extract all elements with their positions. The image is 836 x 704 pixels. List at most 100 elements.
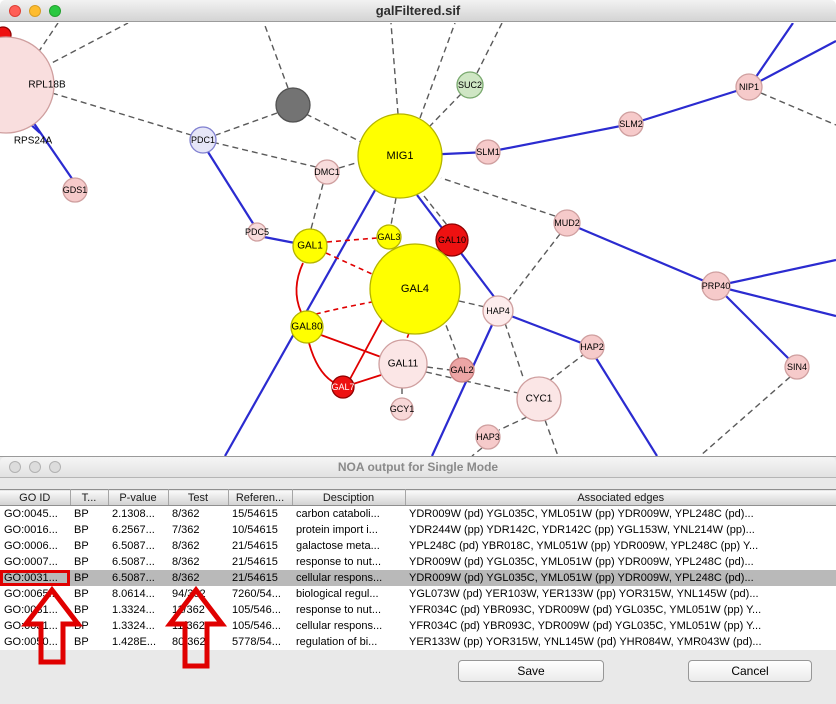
network-edge-blue[interactable] (749, 41, 836, 87)
network-edge-blue[interactable] (716, 286, 797, 367)
network-edge-dash[interactable] (444, 320, 459, 359)
network-edge-blue[interactable] (596, 358, 657, 456)
close-button[interactable] (9, 5, 21, 17)
minimize-button[interactable] (29, 5, 41, 17)
network-canvas[interactable]: RPL18B RPS24A PDC1GDS1 MIG1 SUC2SLM1 SLM2 NIP1… (0, 23, 836, 456)
node-gray-node[interactable] (276, 88, 310, 122)
network-edge-red[interactable] (353, 375, 381, 384)
network-edge-reddash[interactable] (327, 238, 377, 242)
node-cyc1[interactable]: CYC1 (517, 377, 561, 421)
column-header[interactable]: Referen... (228, 490, 292, 506)
network-edge-dash[interactable] (441, 178, 555, 216)
column-header[interactable]: GO ID (0, 490, 70, 506)
table-row[interactable]: GO:0016...BP6.2567...7/36210/54615protei… (0, 522, 836, 538)
network-edge-reddash[interactable] (316, 301, 377, 314)
table-row[interactable]: GO:0007...BP6.5087...8/36221/54615respon… (0, 554, 836, 570)
zoom-button[interactable] (49, 5, 61, 17)
network-edge-blue[interactable] (567, 223, 716, 286)
network-edge-dash[interactable] (427, 367, 450, 370)
node-slm2[interactable]: SLM2 (619, 112, 643, 136)
node-dmc1[interactable]: DMC1 (314, 160, 340, 184)
network-edge-dash[interactable] (264, 23, 288, 88)
network-edge-blue[interactable] (716, 286, 836, 316)
network-edge-dash[interactable] (216, 113, 277, 135)
network-edge-blue[interactable] (488, 124, 631, 152)
network-edge-dash[interactable] (306, 114, 361, 142)
network-edge-dash[interactable] (459, 301, 485, 307)
network-edge-dash[interactable] (700, 377, 790, 456)
network-edge-dash[interactable] (761, 93, 836, 125)
node-gcy1[interactable]: GCY1 (390, 398, 415, 420)
column-header[interactable]: P-value (108, 490, 168, 506)
node-suc2[interactable]: SUC2 (457, 72, 483, 98)
node-prp40[interactable]: PRP40 (702, 272, 731, 300)
zoom-button[interactable] (49, 461, 61, 473)
column-header[interactable]: Test (168, 490, 228, 506)
network-edge-dash[interactable] (52, 93, 191, 135)
network-edge-dash[interactable] (499, 417, 527, 430)
network-edge-dash[interactable] (420, 23, 455, 118)
node-gal7[interactable]: GAL7 (331, 376, 354, 398)
node-rpl18b[interactable]: RPL18B (0, 37, 66, 133)
network-edge-dash[interactable] (391, 23, 398, 114)
node-gal1[interactable]: GAL1 (293, 229, 327, 263)
save-button[interactable]: Save (458, 660, 604, 682)
table-row[interactable]: GO:0065...BP8.0614...94/3627260/54...bio… (0, 586, 836, 602)
column-header[interactable]: T... (70, 490, 108, 506)
close-button[interactable] (9, 461, 21, 473)
svg-text:GDS1: GDS1 (63, 185, 88, 195)
node-gal10[interactable]: GAL10 (436, 224, 468, 256)
node-slm1[interactable]: SLM1 (476, 140, 500, 164)
node-rps24a[interactable]: RPS24A (14, 136, 53, 147)
noa-titlebar[interactable]: NOA output for Single Mode (0, 457, 836, 478)
network-edge-dash[interactable] (505, 323, 524, 380)
network-edge-dash[interactable] (311, 184, 323, 229)
network-edge-dash[interactable] (429, 94, 461, 127)
node-sin4[interactable]: SIN4 (785, 355, 809, 379)
node-nip1[interactable]: NIP1 (736, 74, 762, 100)
minimize-button[interactable] (29, 461, 41, 473)
network-edge-red[interactable] (296, 263, 303, 312)
node-gds1[interactable]: GDS1 (63, 178, 88, 202)
cancel-button[interactable]: Cancel (688, 660, 812, 682)
table-cell: 6.5087... (108, 554, 168, 570)
table-row[interactable]: GO:0050...BP1.428E...80/3625778/54...reg… (0, 634, 836, 650)
table-cell: 15/54615 (228, 506, 292, 522)
network-titlebar[interactable]: galFiltered.sif (0, 0, 836, 22)
network-edge-dash[interactable] (477, 23, 502, 73)
network-edge-dash[interactable] (339, 162, 359, 168)
network-edge-dash[interactable] (545, 420, 558, 456)
node-gal2[interactable]: GAL2 (450, 358, 474, 382)
column-header[interactable]: Associated edges (405, 490, 836, 506)
table-row[interactable]: GO:0031...BP6.5087...8/36221/54615cellul… (0, 570, 836, 586)
network-edge-dash[interactable] (509, 234, 560, 300)
column-header[interactable]: Desciption (292, 490, 405, 506)
svg-text:GAL2: GAL2 (450, 365, 473, 375)
node-hap4[interactable]: HAP4 (483, 296, 513, 326)
svg-text:SUC2: SUC2 (458, 80, 482, 90)
node-gal11[interactable]: GAL11 (379, 340, 427, 388)
network-edge-blue[interactable] (716, 260, 836, 286)
node-pdc1[interactable]: PDC1 (190, 127, 216, 153)
table-row[interactable]: GO:0031...BP1.3324...11/362105/546...cel… (0, 618, 836, 634)
node-hap3[interactable]: HAP3 (476, 425, 500, 449)
node-hap2[interactable]: HAP2 (580, 335, 604, 359)
network-edge-dash[interactable] (216, 143, 316, 167)
table-cell: 10/54615 (228, 522, 292, 538)
network-edge-dash[interactable] (549, 355, 583, 381)
network-edge-blue[interactable] (631, 87, 749, 124)
node-mud2[interactable]: MUD2 (554, 210, 580, 236)
network-edge-dash[interactable] (391, 198, 396, 225)
network-edge-dash[interactable] (472, 448, 482, 456)
network-edge-blue[interactable] (264, 237, 295, 243)
node-gal80[interactable]: GAL80 (291, 311, 323, 343)
node-gal3[interactable]: GAL3 (377, 225, 401, 249)
table-row[interactable]: GO:0031...BP1.3324...11/362105/546...res… (0, 602, 836, 618)
table-row[interactable]: GO:0006...BP6.5087...8/36221/54615galact… (0, 538, 836, 554)
node-gal4[interactable]: GAL4 (370, 244, 460, 334)
node-mig1[interactable]: MIG1 (358, 114, 442, 198)
network-edge-dash[interactable] (44, 23, 128, 67)
network-edge-red[interactable] (309, 343, 333, 382)
table-row[interactable]: GO:0045...BP2.1308...8/36215/54615carbon… (0, 506, 836, 522)
network-edge-blue[interactable] (208, 152, 254, 225)
